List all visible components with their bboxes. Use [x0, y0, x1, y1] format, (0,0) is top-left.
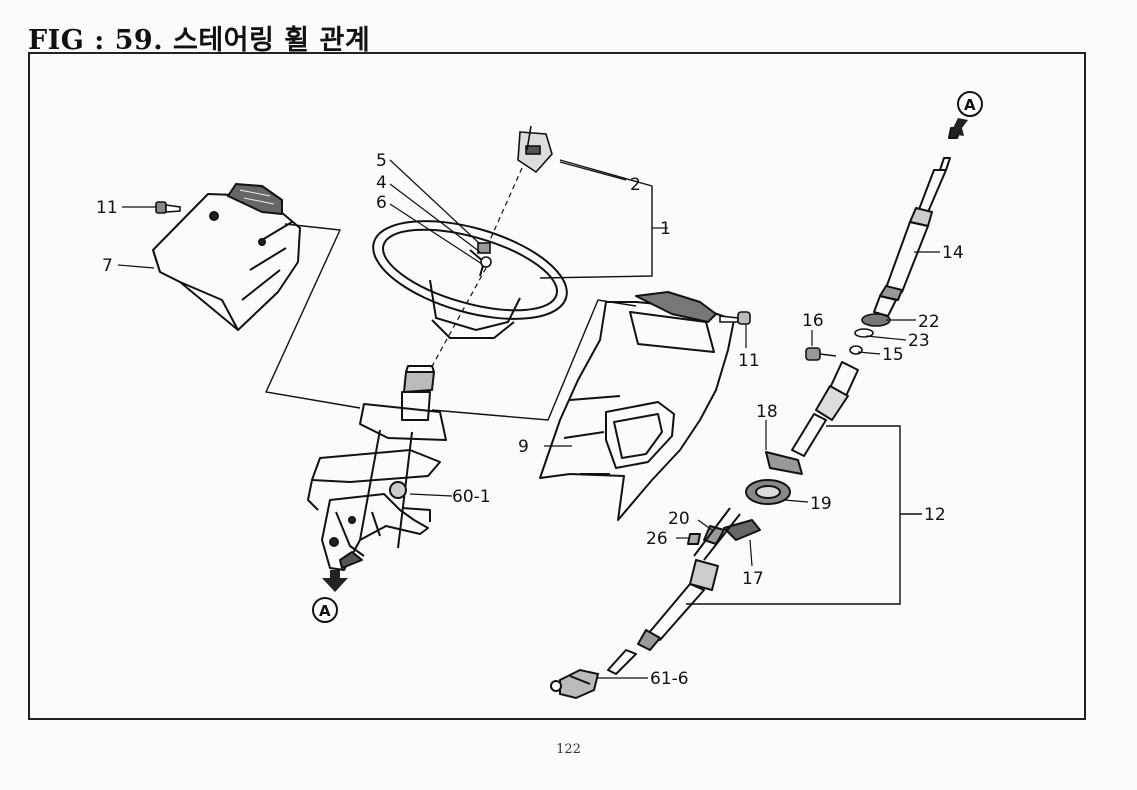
part-bottom-joint [550, 668, 600, 700]
callout-20: 20 [668, 509, 690, 529]
callout-9: 9 [518, 437, 529, 457]
diagram-frame [28, 52, 1086, 720]
part-screw-right [719, 311, 751, 325]
callout-60-1: 60-1 [452, 487, 491, 507]
callout-14: 14 [942, 243, 964, 263]
callout-19: 19 [810, 494, 832, 514]
part-steering-column [307, 365, 447, 571]
part-upper-shaft [873, 127, 962, 317]
wheel-to-column-axis [429, 267, 487, 371]
callout-2: 2 [630, 175, 641, 195]
callout-11-right: 11 [738, 351, 760, 371]
part-lower-shaft [607, 361, 859, 675]
reference-marker-a-top: A [957, 91, 983, 117]
arrow-a-top-icon [952, 118, 968, 136]
callout-6: 6 [376, 193, 387, 213]
reference-marker-a-bottom: A [312, 597, 338, 623]
part-column-cover-upper [152, 183, 301, 331]
callout-16: 16 [802, 311, 824, 331]
callout-23: 23 [908, 331, 930, 351]
callout-17: 17 [742, 569, 764, 589]
callout-5: 5 [376, 151, 387, 171]
callout-26: 26 [646, 529, 668, 549]
figure-title: FIG : 59. 스테어링 휠 관계 [28, 25, 371, 56]
hub-assembly-axis [489, 167, 523, 241]
part-horn-pad [517, 125, 553, 174]
callout-4: 4 [376, 173, 387, 193]
part-bearing-and-clips [805, 313, 891, 361]
part-screw-left [155, 201, 181, 214]
callout-1: 1 [660, 219, 671, 239]
callout-12: 12 [924, 505, 946, 525]
reference-marker-a-bottom-label: A [319, 602, 331, 620]
part-hub-nut-washer [477, 242, 492, 268]
callout-11-left: 11 [96, 198, 118, 218]
leader-lines [117, 159, 940, 679]
arrow-a-bottom-icon [322, 570, 348, 592]
reference-marker-a-top-label: A [964, 96, 976, 114]
part-steering-wheel [372, 220, 568, 339]
callout-7: 7 [102, 256, 113, 276]
page-number: 122 [556, 742, 581, 757]
callout-61-6: 61-6 [650, 669, 689, 689]
part-column-cover-lower [539, 291, 735, 521]
callout-15: 15 [882, 345, 904, 365]
callout-22: 22 [918, 312, 940, 332]
callout-18: 18 [756, 402, 778, 422]
assembly-lines [264, 159, 922, 605]
